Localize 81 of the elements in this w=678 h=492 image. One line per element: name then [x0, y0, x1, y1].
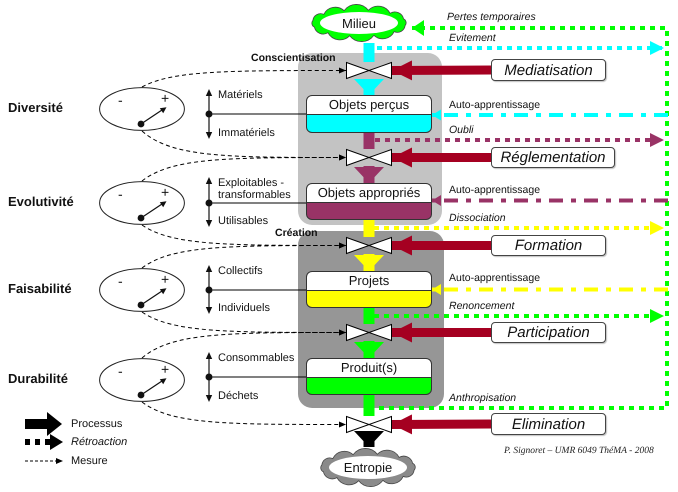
edge-label: Renoncement	[449, 300, 514, 312]
legend-label: Rétroaction	[71, 436, 128, 448]
legend-label: Processus	[71, 418, 122, 430]
edge-label: Auto-apprentissage	[449, 184, 540, 196]
feedback-arrow	[432, 284, 668, 295]
scale-label: Utilisables	[218, 215, 270, 227]
category-label: Evolutivité	[8, 195, 74, 209]
plus-sign: +	[161, 272, 170, 286]
connector-line	[212, 202, 306, 204]
scale-label: Exploitables - transformables	[218, 177, 292, 201]
control-arrow	[392, 148, 491, 168]
control-arrow	[392, 236, 491, 256]
cloud-label: Entropie	[344, 460, 392, 475]
stock-label: Objets perçus	[307, 96, 431, 115]
control-arrow	[392, 322, 491, 342]
valve-symbol	[346, 149, 392, 166]
stock-label: Projets	[307, 272, 431, 291]
policy-box: Elimination	[491, 413, 606, 435]
flow-arrow	[354, 254, 384, 271]
category-label: Durabilité	[8, 372, 68, 386]
measure-arrow	[142, 330, 346, 358]
scale-label: Consommables	[218, 352, 296, 364]
control-arrow	[392, 414, 492, 434]
minus-sign: -	[118, 187, 123, 201]
valve-symbol	[346, 62, 392, 79]
measure-arrow	[142, 224, 346, 248]
gauge-ellipse	[99, 181, 185, 225]
cloud-label: Milieu	[342, 16, 376, 30]
scale-label: Individuels	[218, 302, 271, 314]
feedback-arrow	[432, 110, 668, 120]
plus-sign: +	[161, 91, 170, 105]
stock-box	[306, 358, 432, 395]
edge-label: Evitement	[449, 32, 496, 44]
flow-arrow	[354, 341, 384, 358]
stock-box	[306, 95, 432, 133]
gauge-ellipse	[99, 358, 185, 402]
valve-symbol	[346, 416, 392, 433]
connector-line	[212, 376, 306, 378]
scale-label: Immatériels	[218, 127, 276, 139]
credit-text: P. Signoret – UMR 6049 ThéMA - 2008	[504, 446, 654, 457]
flow-arrow	[354, 79, 384, 95]
stock-box	[306, 183, 432, 220]
scale-label: Collectifs	[218, 265, 264, 277]
measure-arrow	[142, 68, 346, 88]
policy-box: Mediatisation	[491, 59, 606, 81]
policy-box: Réglementation	[491, 147, 615, 168]
scale-label: Matériels	[218, 89, 264, 101]
valve-symbol	[346, 324, 392, 341]
policy-box: Formation	[491, 235, 606, 256]
policy-box: Participation	[491, 322, 606, 343]
plus-sign: +	[161, 185, 170, 199]
edge-label: Auto-apprentissage	[449, 272, 540, 284]
process-label: Création	[275, 227, 318, 239]
feedback-arrow	[432, 195, 668, 206]
stock-label: Objets appropriés	[307, 184, 431, 203]
note-text: Pertes temporaires	[447, 11, 536, 23]
minus-sign: -	[118, 274, 123, 288]
category-label: Diversité	[8, 101, 63, 115]
stock-label: Produit(s)	[307, 359, 431, 378]
measure-arrow	[142, 402, 346, 428]
measure-arrow	[142, 312, 346, 336]
measure-arrow	[142, 242, 346, 268]
measure-arrow	[142, 154, 346, 182]
plus-sign: +	[161, 362, 170, 376]
control-arrow	[392, 60, 492, 80]
scale-label: Déchets	[218, 390, 260, 402]
edge-label: Oubli	[449, 124, 474, 136]
valve-label: Conscientisation	[251, 51, 336, 65]
stock-box	[306, 271, 432, 308]
minus-sign: -	[118, 364, 123, 378]
flow-arrow	[354, 166, 384, 183]
edge-label: Anthropisation	[449, 392, 516, 404]
flow-arrow	[354, 431, 384, 447]
gauge-ellipse	[99, 87, 185, 131]
gauge-ellipse	[99, 268, 185, 312]
edge-label: Auto-apprentissage	[449, 99, 540, 111]
valve-symbol	[346, 237, 392, 254]
legend-label: Mesure	[71, 454, 108, 468]
minus-sign: -	[118, 93, 123, 107]
edge-label: Dissociation	[449, 212, 506, 224]
category-label: Faisabilité	[8, 282, 72, 296]
